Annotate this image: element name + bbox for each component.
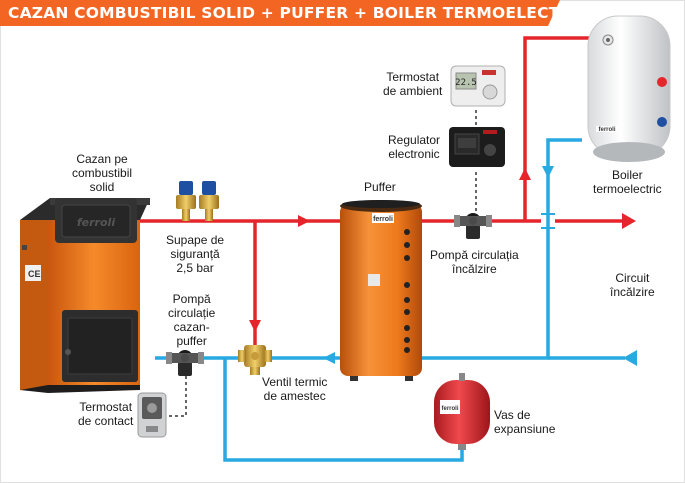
electric-water-heater: ferroli <box>587 15 671 162</box>
flow-arrow-icon <box>249 320 261 332</box>
expansion-pipe <box>223 358 464 462</box>
svg-text:ferroli: ferroli <box>598 127 615 133</box>
flow-arrows <box>249 166 637 366</box>
svg-text:CE: CE <box>28 269 41 279</box>
flow-arrow-icon <box>623 350 637 366</box>
electronic-regulator <box>449 127 505 167</box>
flow-arrow-icon <box>323 352 335 364</box>
solid-fuel-boiler: ferroli CE <box>20 198 150 393</box>
puffer-label: Puffer <box>364 180 396 194</box>
expansion-vessel: ferroli <box>434 373 490 450</box>
puffer-tank: ferroli <box>340 200 422 381</box>
flow-arrow-icon <box>519 168 531 180</box>
mixing-valve-icon <box>238 345 272 375</box>
flow-arrow-icon <box>298 215 310 227</box>
heating-pump-icon <box>454 213 492 239</box>
safety-valves <box>176 181 219 221</box>
svg-text:ferroli: ferroli <box>373 216 393 223</box>
boiler-supply-pipe <box>523 36 595 221</box>
svg-text:ferroli: ferroli <box>77 216 115 229</box>
title-bar: CAZAN COMBUSTIBIL SOLID + PUFFER + BOILE… <box>0 0 589 26</box>
flow-arrow-icon <box>542 166 554 178</box>
svg-text:22.5: 22.5 <box>455 78 477 88</box>
contact-thermostat <box>137 392 167 438</box>
hot-pipes <box>140 36 625 345</box>
return-pipe-heating-to-puffer <box>420 138 582 360</box>
flow-arrow-icon <box>622 213 636 229</box>
room-thermostat: 22.5 <box>450 65 506 107</box>
boiler-pump-icon <box>166 350 204 376</box>
page-title: CAZAN COMBUSTIBIL SOLID + PUFFER + BOILE… <box>8 4 590 22</box>
svg-text:ferroli: ferroli <box>441 406 458 412</box>
title-banner <box>0 0 560 26</box>
